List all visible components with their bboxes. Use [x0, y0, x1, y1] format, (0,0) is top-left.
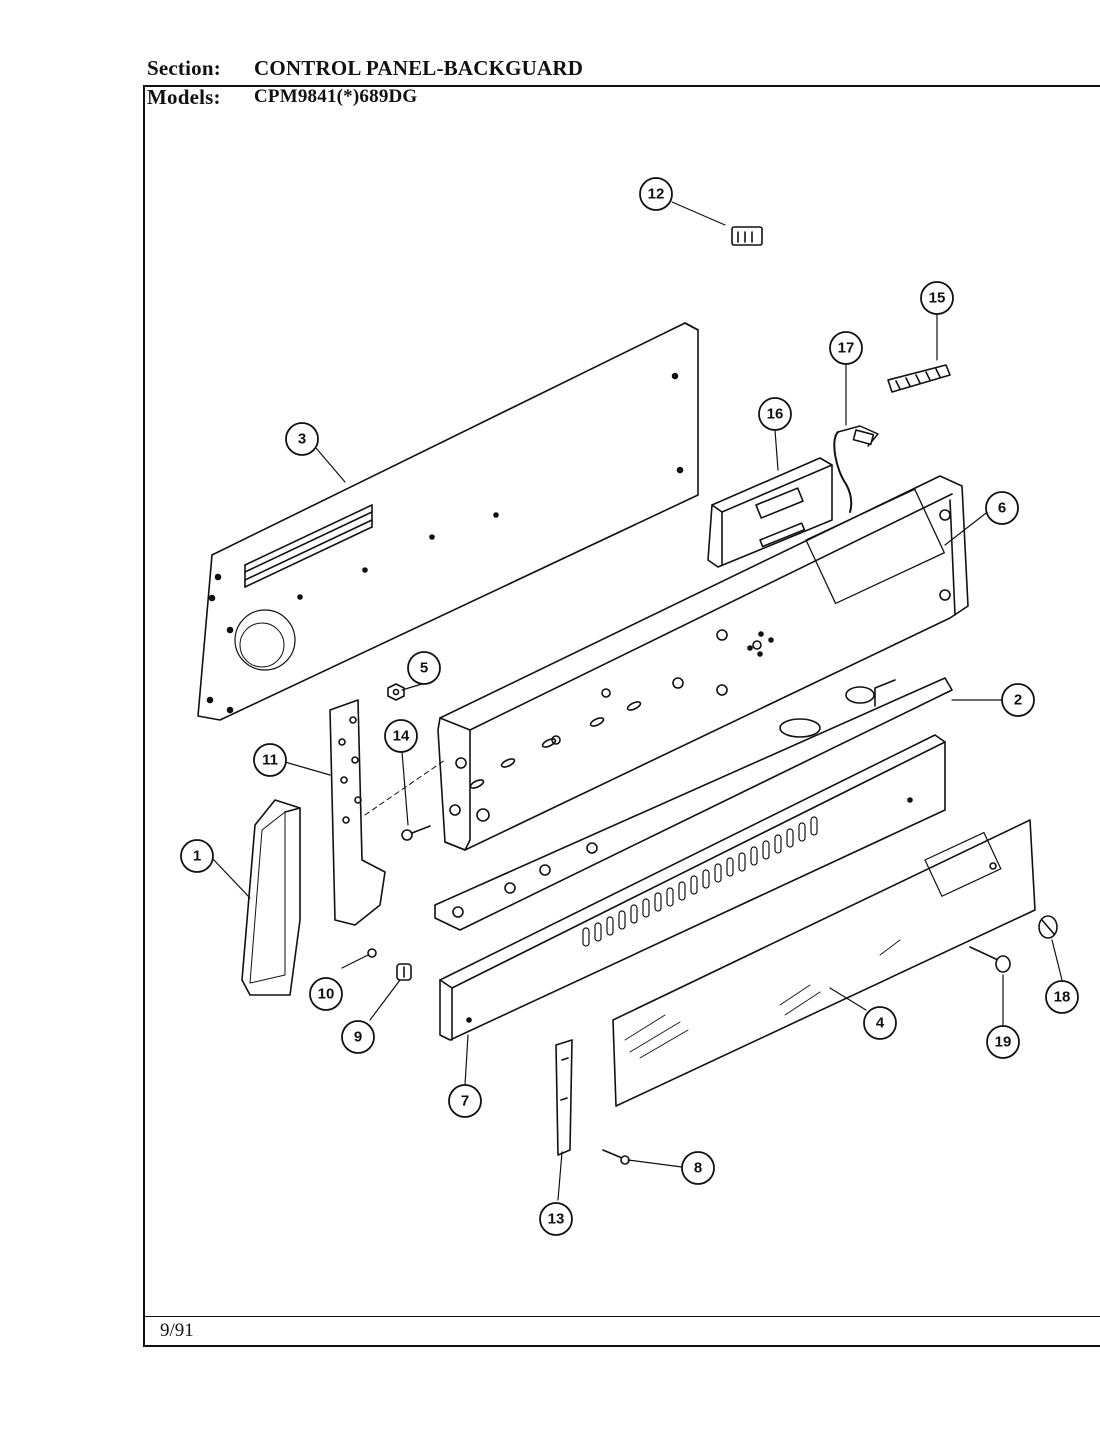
part-17-wire-harness	[833, 425, 879, 513]
svg-text:19: 19	[995, 1034, 1012, 1051]
svg-text:17: 17	[838, 340, 855, 357]
svg-text:2: 2	[1014, 692, 1022, 709]
section-title: CONTROL PANEL-BACKGUARD	[254, 56, 584, 80]
callout-6: 6	[985, 491, 1019, 525]
svg-text:9: 9	[354, 1029, 362, 1046]
part-13-trim-strip	[555, 1039, 573, 1156]
svg-text:8: 8	[694, 1160, 702, 1177]
revision-date: 9/91	[160, 1320, 194, 1341]
part-3-rear-panel	[197, 322, 699, 721]
svg-text:12: 12	[648, 186, 665, 203]
callout-15: 15	[920, 281, 954, 315]
svg-text:14: 14	[393, 728, 410, 745]
callout-3: 3	[285, 422, 319, 456]
diagram-frame	[143, 85, 1100, 1347]
svg-text:16: 16	[767, 406, 784, 423]
callout-16: 16	[758, 397, 792, 431]
part-12-indicator-light	[731, 226, 763, 246]
svg-text:11: 11	[262, 752, 278, 769]
callout-11: 11	[253, 743, 287, 777]
part-7-vent-trim	[439, 734, 946, 1041]
part-10-washer	[367, 948, 377, 958]
part-9-bushing	[396, 963, 412, 981]
svg-text:10: 10	[318, 986, 335, 1003]
part-5-nut	[387, 683, 405, 701]
part-19-knob	[969, 946, 1011, 973]
svg-text:3: 3	[298, 431, 306, 448]
callout-12: 12	[639, 177, 673, 211]
models-label: Models:	[147, 85, 221, 109]
svg-text:4: 4	[876, 1015, 885, 1032]
callout-7: 7	[448, 1084, 482, 1118]
callout-9: 9	[341, 1020, 375, 1054]
callout-19: 19	[986, 1025, 1020, 1059]
callout-5: 5	[407, 651, 441, 685]
part-8-screw	[602, 1149, 630, 1165]
models-value: CPM9841(*)689DG	[254, 86, 418, 107]
part-14-screw	[401, 825, 431, 841]
callout-1: 1	[180, 839, 214, 873]
part-4-glass-panel	[612, 819, 1036, 1107]
callout-10: 10	[309, 977, 343, 1011]
callout-8: 8	[681, 1151, 715, 1185]
svg-text:15: 15	[929, 290, 946, 307]
svg-text:1: 1	[193, 848, 201, 865]
part-6-control-housing	[437, 475, 969, 851]
part-15-terminal-block	[887, 364, 951, 393]
callout-17: 17	[829, 331, 863, 365]
callout-4: 4	[863, 1006, 897, 1040]
footer-divider	[143, 1316, 1100, 1317]
callout-13: 13	[539, 1202, 573, 1236]
part-16-electronic-control	[707, 457, 833, 568]
svg-text:6: 6	[998, 500, 1006, 517]
leader-lines	[211, 201, 1063, 1201]
callout-18: 18	[1045, 980, 1079, 1014]
svg-text:13: 13	[548, 1211, 565, 1228]
svg-text:18: 18	[1054, 989, 1071, 1006]
callout-14: 14	[384, 719, 418, 753]
part-18-knob	[1038, 915, 1058, 939]
part-2-mounting-bracket	[434, 677, 953, 931]
svg-text:5: 5	[420, 660, 428, 677]
callout-2: 2	[1001, 683, 1035, 717]
part-1-end-cap	[241, 799, 301, 996]
svg-text:7: 7	[461, 1093, 469, 1110]
section-label: Section:	[147, 56, 221, 80]
